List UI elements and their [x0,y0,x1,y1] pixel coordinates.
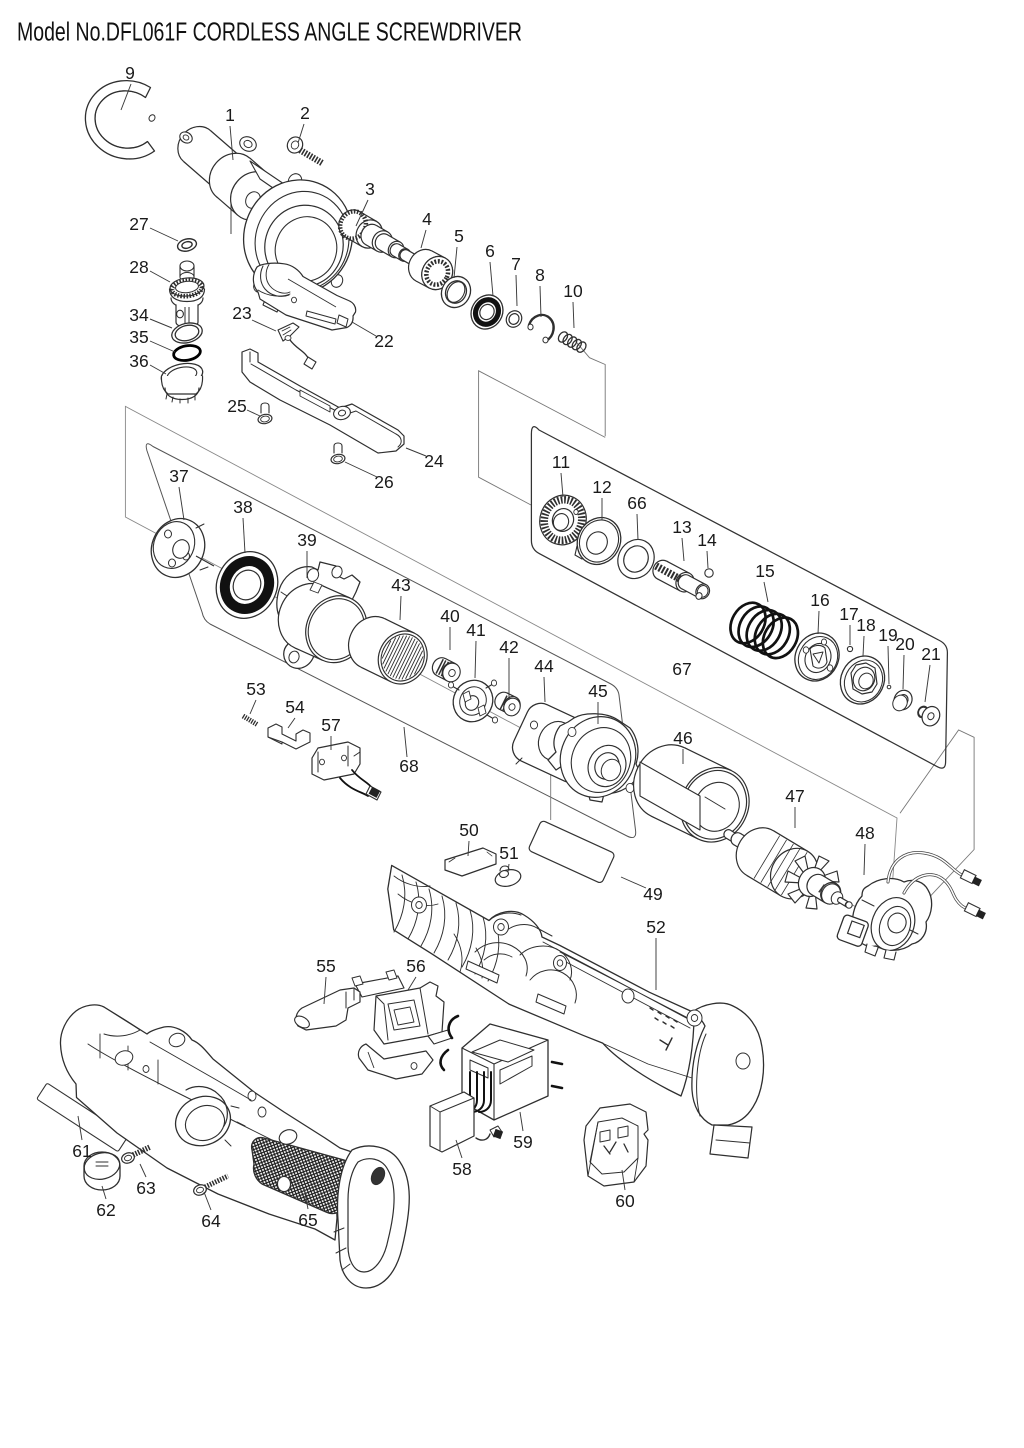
svg-text:55: 55 [316,956,335,976]
svg-text:35: 35 [129,327,148,347]
svg-text:28: 28 [129,257,148,277]
svg-text:57: 57 [321,715,340,735]
svg-text:15: 15 [755,561,774,581]
svg-text:66: 66 [627,493,646,513]
svg-text:47: 47 [785,786,804,806]
svg-text:2: 2 [300,103,310,123]
svg-text:1: 1 [225,105,235,125]
svg-text:7: 7 [511,254,521,274]
svg-text:64: 64 [201,1211,221,1231]
svg-text:3: 3 [365,179,375,199]
svg-text:51: 51 [499,843,518,863]
svg-text:53: 53 [246,679,265,699]
svg-text:46: 46 [673,728,692,748]
svg-text:24: 24 [424,451,444,471]
svg-text:61: 61 [72,1141,91,1161]
svg-text:37: 37 [169,466,188,486]
svg-text:9: 9 [125,63,135,83]
svg-text:60: 60 [615,1191,635,1211]
svg-text:49: 49 [643,884,662,904]
svg-text:18: 18 [856,615,875,635]
svg-text:4: 4 [422,209,432,229]
svg-text:68: 68 [399,756,418,776]
svg-text:12: 12 [592,477,611,497]
svg-text:26: 26 [374,472,393,492]
svg-text:41: 41 [466,620,485,640]
svg-text:43: 43 [391,575,410,595]
svg-text:17: 17 [839,604,858,624]
svg-text:10: 10 [563,281,583,301]
svg-text:21: 21 [921,644,940,664]
svg-text:67: 67 [672,659,691,679]
svg-text:8: 8 [535,265,545,285]
svg-text:42: 42 [499,637,518,657]
svg-text:23: 23 [232,303,251,323]
svg-text:58: 58 [452,1159,471,1179]
svg-text:16: 16 [810,590,829,610]
svg-text:48: 48 [855,823,874,843]
svg-text:14: 14 [697,530,717,550]
svg-text:13: 13 [672,517,691,537]
svg-text:63: 63 [136,1178,155,1198]
svg-text:40: 40 [440,606,460,626]
svg-text:5: 5 [454,226,464,246]
svg-text:50: 50 [459,820,479,840]
svg-text:19: 19 [878,625,897,645]
svg-text:52: 52 [646,917,665,937]
svg-text:6: 6 [485,241,495,261]
svg-text:25: 25 [227,396,246,416]
svg-text:22: 22 [374,331,393,351]
svg-text:44: 44 [534,656,554,676]
svg-text:38: 38 [233,497,252,517]
svg-text:34: 34 [129,305,149,325]
svg-text:11: 11 [552,452,570,472]
svg-text:27: 27 [129,214,148,234]
svg-text:45: 45 [588,681,607,701]
svg-text:20: 20 [895,634,915,654]
svg-text:62: 62 [96,1200,115,1220]
svg-text:56: 56 [406,956,425,976]
svg-text:36: 36 [129,351,148,371]
svg-text:Model No.DFL061F CORDLESS ANGL: Model No.DFL061F CORDLESS ANGLE SCREWDRI… [17,19,522,47]
svg-text:54: 54 [285,697,305,717]
svg-text:65: 65 [298,1210,317,1230]
svg-text:39: 39 [297,530,316,550]
svg-text:59: 59 [513,1132,532,1152]
